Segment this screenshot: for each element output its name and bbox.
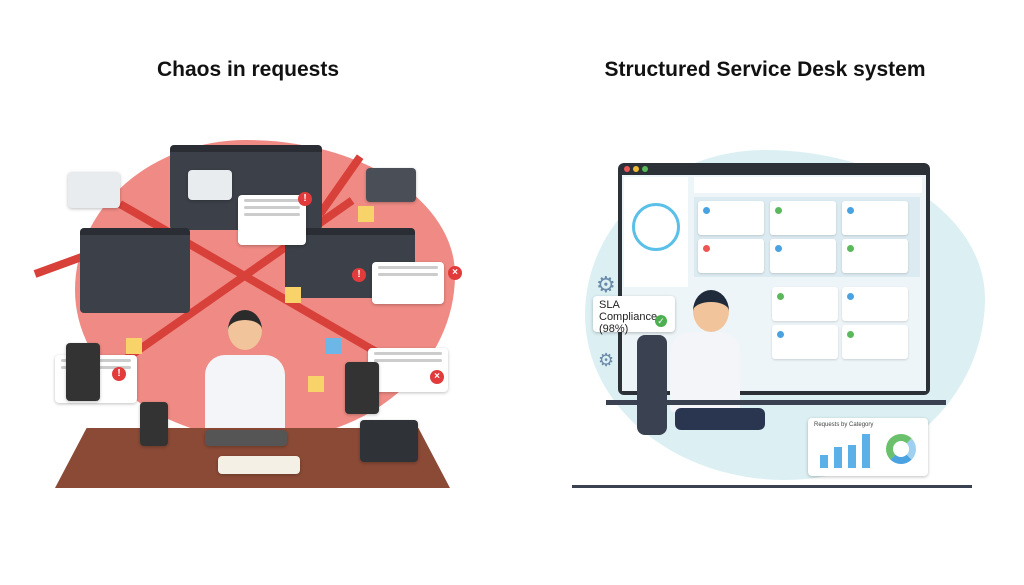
left-title: Chaos in requests (156, 58, 340, 81)
dashboard-sidebar (624, 177, 688, 287)
alert-icon: ! (352, 268, 366, 282)
ticket-grid-lower (772, 287, 920, 359)
stressed-person (200, 305, 290, 430)
chart-bar (834, 446, 842, 468)
phone-icon (66, 343, 100, 401)
check-icon: ✓ (655, 315, 667, 327)
chart-title: Requests by Category (814, 422, 874, 428)
desk (606, 400, 946, 405)
sticky-note (285, 287, 301, 303)
email-icon (188, 170, 232, 200)
sticky-note (358, 206, 374, 222)
whatsapp-phone-icon (140, 402, 168, 446)
donut-chart (886, 434, 916, 464)
sticky-note (126, 338, 142, 354)
right-title: Structured Service Desk system (604, 58, 926, 81)
requests-chart-card: Requests by Category (808, 418, 928, 476)
desk-phone-icon (360, 420, 418, 462)
sticky-note (325, 338, 341, 354)
sticky-note (308, 376, 324, 392)
floor-line (572, 485, 972, 488)
ticket-window (80, 228, 190, 313)
chart-bar (848, 444, 856, 468)
document-card (238, 195, 306, 245)
close-icon: × (430, 370, 444, 384)
alert-icon: ! (298, 192, 312, 206)
telegram-icon (366, 168, 416, 202)
sla-label: SLA Compliance (599, 299, 658, 323)
office-chair (637, 335, 667, 435)
worker-person (665, 288, 775, 478)
sla-compliance-card: SLA Compliance (98%) ✓ (593, 296, 675, 335)
phone-icon (345, 362, 379, 414)
gear-icon: ⚙ (596, 272, 616, 297)
alert-icon: ! (112, 367, 126, 381)
close-icon: × (448, 266, 462, 280)
chart-bar (820, 455, 828, 468)
gear-icon: ⚙ (598, 350, 615, 370)
laptop (205, 430, 287, 446)
chart-bar (862, 434, 870, 468)
open-book (218, 456, 300, 474)
sla-value: (98%) (599, 323, 629, 335)
email-icon (68, 172, 120, 208)
message-card (372, 262, 444, 304)
ticket-grid (694, 197, 920, 277)
dashboard-search (694, 177, 922, 193)
